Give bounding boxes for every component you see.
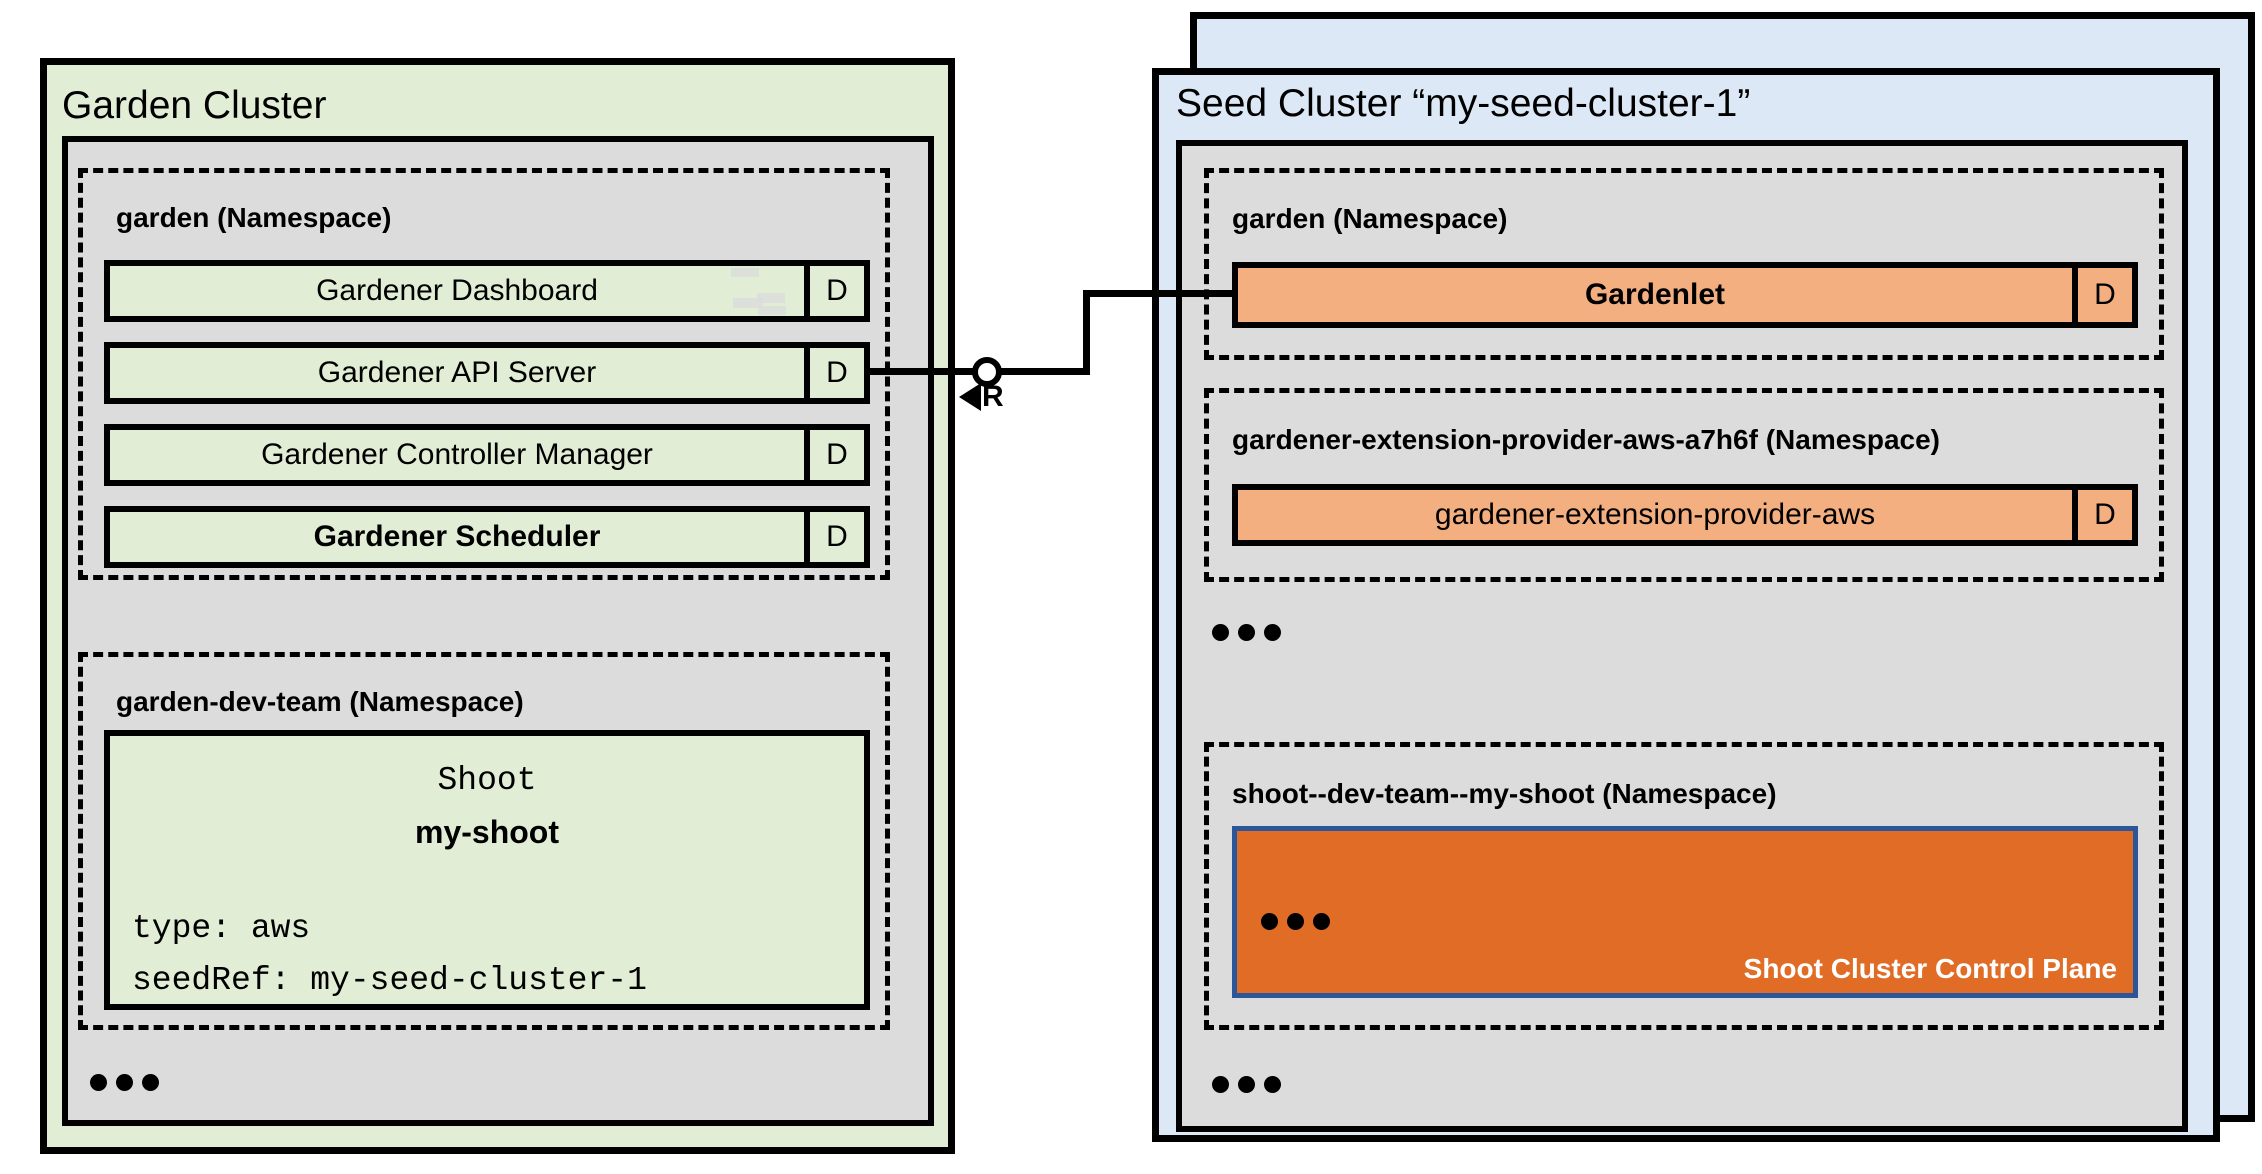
shoot-resource-spec-seedref: seedRef: my-seed-cluster-1	[132, 962, 647, 999]
seed-cluster-title: Seed Cluster “my-seed-cluster-1”	[1176, 82, 1751, 125]
connector-segment-h1	[866, 368, 986, 375]
component-gardener-api-server[interactable]: Gardener API Server D	[104, 342, 870, 404]
component-gardener-controller-manager-badge: D	[804, 430, 864, 480]
shoot-dev-team-my-shoot-namespace[interactable]	[1204, 742, 2164, 1030]
component-gardenlet-badge: D	[2072, 268, 2132, 322]
dashboard-artifact-tick-4	[758, 306, 786, 315]
garden-namespace-seed-cluster[interactable]	[1204, 168, 2164, 360]
shoot-cluster-control-plane-caption: Shoot Cluster Control Plane	[1743, 953, 2117, 984]
component-gardenlet-label: Gardenlet	[1584, 278, 1726, 311]
component-gardener-extension-provider-aws-badge: D	[2072, 490, 2132, 540]
shoot-cluster-control-plane-more-indicator	[1261, 913, 1330, 930]
component-gardener-scheduler-badge: D	[804, 512, 864, 562]
shoot-cluster-control-plane[interactable]: Shoot Cluster Control Plane	[1232, 826, 2138, 998]
gardener-extension-provider-aws-namespace[interactable]	[1204, 388, 2164, 582]
shoot-dev-team-my-shoot-namespace-title: shoot--dev-team--my-shoot (Namespace)	[1232, 778, 1777, 809]
shoot-resource-card[interactable]: Shoot my-shoot type: aws seedRef: my-see…	[104, 730, 870, 1010]
component-gardener-scheduler[interactable]: Gardener Scheduler D	[104, 506, 870, 568]
garden-cluster-title: Garden Cluster	[62, 84, 327, 127]
connector-arrow-icon	[959, 383, 981, 411]
shoot-resource-spec-type: type: aws	[132, 910, 311, 947]
dashboard-artifact-tick-1	[731, 268, 759, 277]
garden-cluster-more-indicator	[90, 1074, 159, 1091]
connector-segment-h3	[1083, 290, 1238, 297]
garden-dev-team-namespace-title: garden-dev-team (Namespace)	[116, 686, 524, 717]
component-gardener-controller-manager[interactable]: Gardener Controller Manager D	[104, 424, 870, 486]
gardener-extension-provider-aws-namespace-title: gardener-extension-provider-aws-a7h6f (N…	[1232, 424, 1940, 455]
garden-dev-team-namespace[interactable]	[78, 652, 890, 1030]
dashboard-artifact-tick-3	[757, 293, 785, 303]
connector-segment-v	[1083, 290, 1090, 375]
component-gardener-extension-provider-aws-label: gardener-extension-provider-aws	[1434, 498, 1876, 531]
component-gardener-dashboard-label: Gardener Dashboard	[316, 274, 598, 307]
component-gardener-scheduler-label: Gardener Scheduler	[313, 520, 601, 553]
garden-namespace-garden-cluster-title: garden (Namespace)	[116, 202, 392, 233]
connector-socket-icon	[972, 357, 1002, 387]
garden-namespace-seed-cluster-title: garden (Namespace)	[1232, 203, 1508, 234]
component-gardenlet[interactable]: Gardenlet D	[1232, 262, 2138, 328]
connector-label-r: R	[982, 380, 1004, 413]
shoot-resource-name: my-shoot	[415, 814, 559, 850]
seed-cluster-more-indicator-middle	[1212, 624, 1281, 641]
dashboard-artifact-tick-2	[733, 298, 763, 308]
component-gardener-dashboard-badge: D	[804, 266, 864, 316]
connector-segment-h2	[1000, 368, 1090, 375]
seed-cluster-more-indicator-bottom	[1212, 1076, 1281, 1093]
component-gardener-api-server-label: Gardener API Server	[317, 356, 597, 389]
shoot-resource-kind: Shoot	[437, 762, 537, 799]
component-gardener-controller-manager-label: Gardener Controller Manager	[261, 438, 653, 471]
component-gardener-api-server-badge: D	[804, 348, 864, 398]
component-gardener-extension-provider-aws[interactable]: gardener-extension-provider-aws D	[1232, 484, 2138, 546]
